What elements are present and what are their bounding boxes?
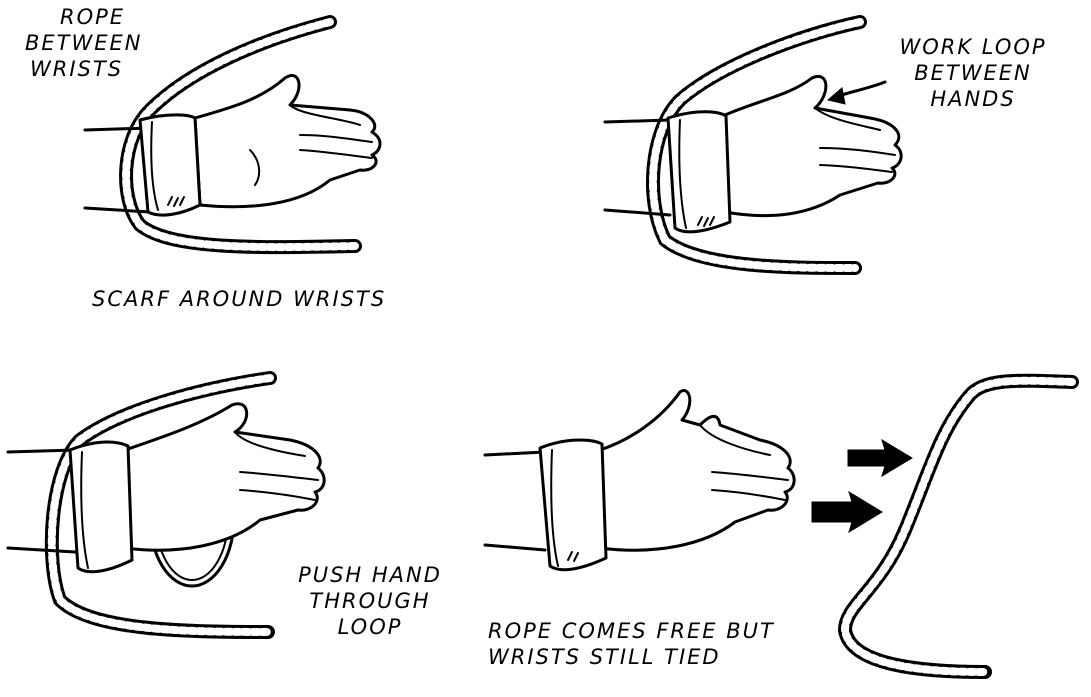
arrow-icon bbox=[826, 80, 887, 105]
caption-push-hand-through-loop: PUSH HAND THROUGH LOOP bbox=[295, 562, 445, 640]
callout-line: BETWEEN bbox=[25, 31, 143, 55]
callout-line: HANDS bbox=[930, 87, 1016, 111]
panel-work-loop-between-hands bbox=[603, 15, 903, 275]
forearm-outline bbox=[83, 126, 152, 214]
hand-icon bbox=[723, 75, 903, 218]
callout-line: BETWEEN bbox=[914, 61, 1032, 85]
hand-icon bbox=[123, 402, 326, 552]
rope-icon bbox=[837, 373, 1079, 679]
scarf-icon bbox=[538, 438, 608, 572]
callout-line: WORK LOOP bbox=[899, 35, 1047, 59]
caption-line: PUSH HAND bbox=[298, 563, 442, 587]
callout-work-loop-between-hands: WORK LOOP BETWEEN HANDS bbox=[898, 34, 1048, 112]
panel-push-hand-through-loop bbox=[6, 371, 326, 639]
callout-line: WRISTS bbox=[30, 57, 124, 81]
caption-line: LOOP bbox=[337, 615, 403, 639]
scarf-icon bbox=[666, 110, 732, 234]
caption-line: ROPE COMES FREE BUT bbox=[488, 619, 775, 643]
scarf-icon bbox=[68, 440, 134, 574]
rope-icon bbox=[119, 15, 362, 255]
caption-line: WRISTS STILL TIED bbox=[488, 645, 721, 669]
hand-icon bbox=[193, 74, 382, 209]
caption-scarf-around-wrists: SCARF AROUND WRISTS bbox=[92, 287, 387, 311]
callout-line: ROPE bbox=[60, 5, 126, 29]
scarf-icon bbox=[138, 113, 202, 217]
callout-rope-between-wrists: ROPE BETWEEN WRISTS bbox=[25, 4, 143, 82]
panel-free-rope bbox=[811, 373, 1079, 679]
caption-rope-comes-free: ROPE COMES FREE BUT WRISTS STILL TIED bbox=[488, 618, 775, 670]
forearm-outline bbox=[603, 118, 672, 217]
arrow-icon bbox=[847, 438, 913, 478]
forearm-outline bbox=[483, 450, 547, 552]
arrow-icon bbox=[811, 490, 883, 534]
panel-rope-comes-free bbox=[483, 389, 796, 572]
forearm-outline bbox=[6, 448, 77, 554]
hand-icon bbox=[598, 389, 796, 552]
panel-scarf-around-wrists bbox=[83, 15, 382, 255]
caption-line: THROUGH bbox=[309, 589, 431, 613]
